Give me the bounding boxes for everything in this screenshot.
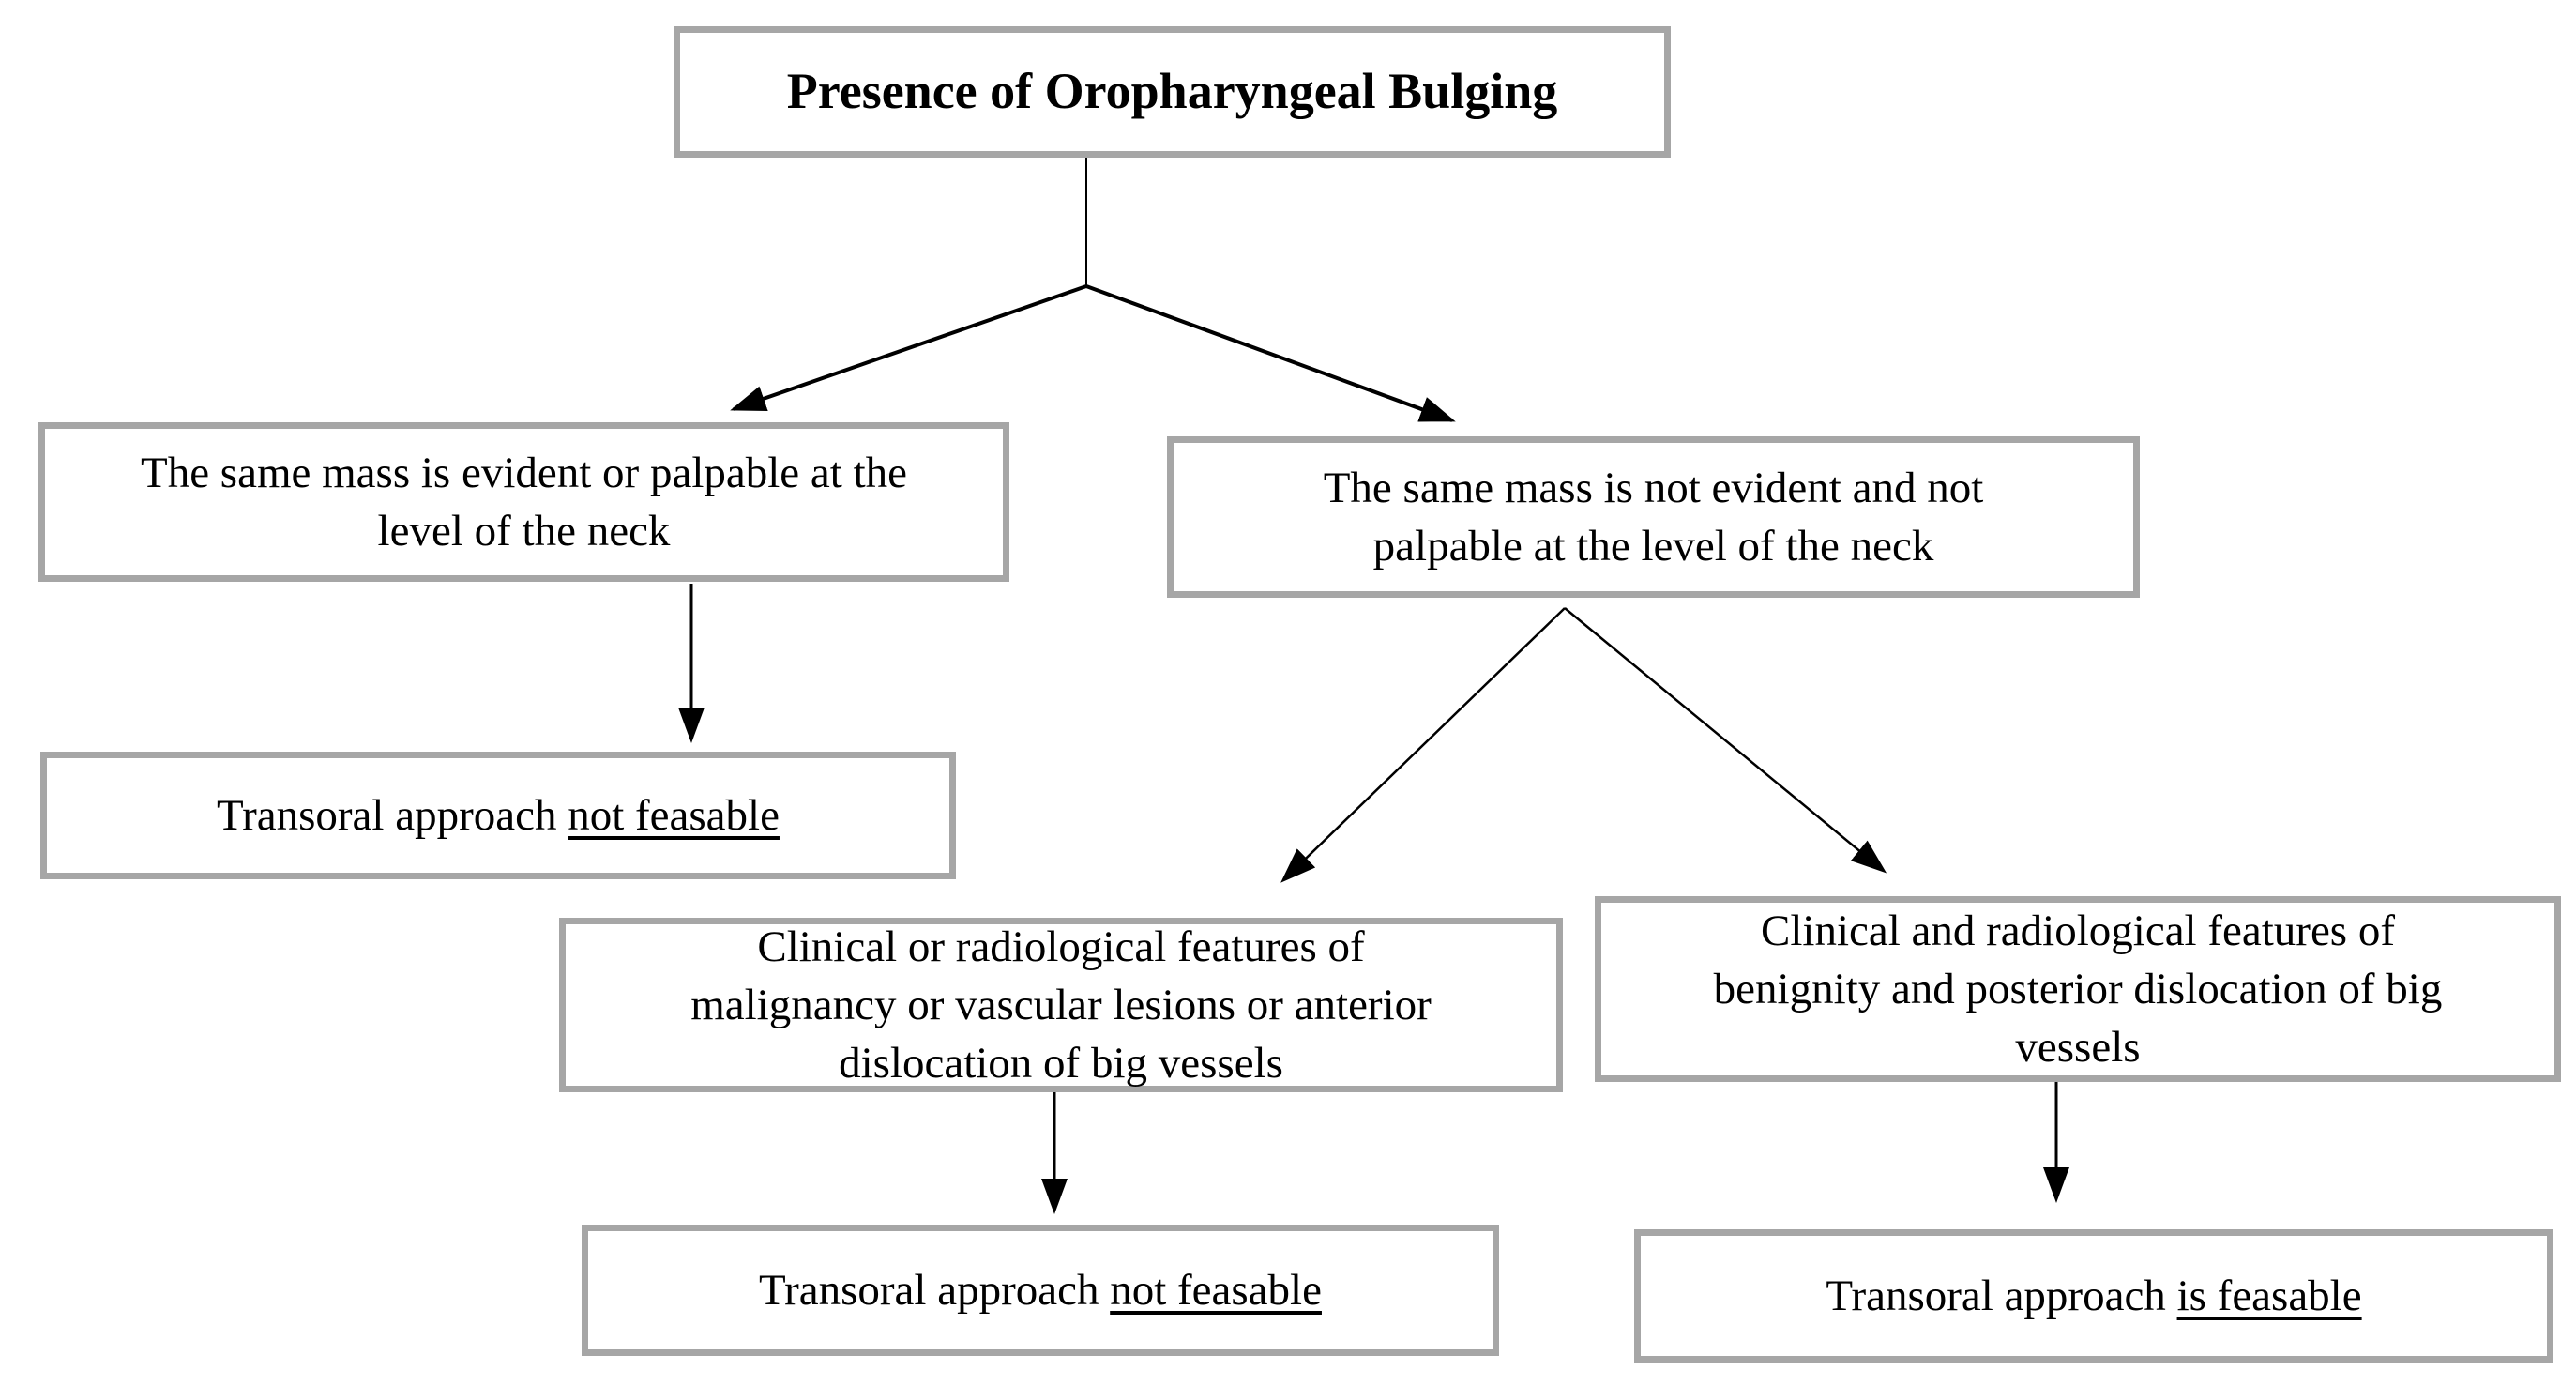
node-malignancy-label: Clinical or radiological features of mal… [690, 921, 1432, 1089]
node-mass-not-evident-label: The same mass is not evident and not pal… [1323, 463, 1984, 571]
node-root-label: Presence of Oropharyngeal Bulging [786, 63, 1558, 120]
node-malignancy-features: Clinical or radiological features of mal… [559, 918, 1563, 1092]
node-outcome-middle-label: Transoral approach not feasable [759, 1265, 1322, 1315]
node-mass-evident: The same mass is evident or palpable at … [38, 422, 1009, 582]
underlined-text: not feasable [1110, 1265, 1322, 1315]
arrow-mass-not-evident-to-benignity [1564, 607, 1887, 874]
node-benignity-features: Clinical and radiological features of be… [1595, 896, 2561, 1082]
node-mass-not-evident: The same mass is not evident and not pal… [1167, 436, 2140, 598]
node-outcome-right-label: Transoral approach is feasable [1826, 1271, 2362, 1320]
underlined-text: is feasable [2176, 1271, 2362, 1320]
node-outcome-left-label: Transoral approach not feasable [217, 790, 780, 840]
node-outcome-is-feasable-right: Transoral approach is feasable [1634, 1229, 2553, 1363]
node-mass-evident-label: The same mass is evident or palpable at … [140, 448, 907, 556]
node-outcome-not-feasable-middle: Transoral approach not feasable [582, 1225, 1499, 1356]
arrow-mass-not-evident-to-malignancy [1280, 607, 1566, 883]
node-benignity-label: Clinical and radiological features of be… [1713, 906, 2443, 1073]
node-root: Presence of Oropharyngeal Bulging [674, 26, 1671, 158]
node-outcome-not-feasable-left: Transoral approach not feasable [40, 752, 956, 879]
arrow-root-to-mass-evident [730, 284, 1087, 412]
underlined-text: not feasable [568, 790, 780, 840]
arrow-root-to-mass-not-evident [1085, 284, 1456, 422]
